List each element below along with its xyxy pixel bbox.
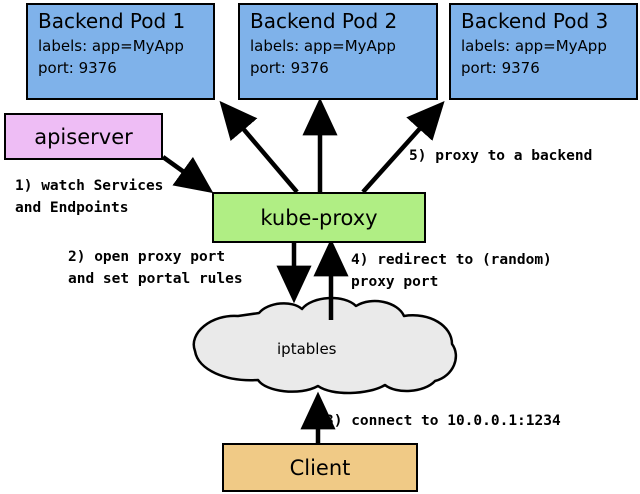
iptables-label: iptables [277,340,337,358]
kube-proxy-label: kube-proxy [260,205,378,230]
edge-apiserver-to-kubeproxy [161,155,214,194]
iptables-cloud-shape [192,296,458,395]
pod-3-labels: labels: app=MyApp [461,37,607,55]
pod-3-title: Backend Pod 3 [461,9,609,33]
node-apiserver[interactable]: apiserver [4,113,163,160]
pod-2-port: port: 9376 [250,59,329,77]
pod-1-title: Backend Pod 1 [38,9,186,33]
step-4-line-1: 4) redirect to (random) [351,252,552,268]
pod-2-labels: labels: app=MyApp [250,37,396,55]
step-1-line-1: 1) watch Services [15,178,164,194]
edge-kubeproxy-to-pod1 [219,100,299,194]
step-4-line-2: proxy port [351,274,439,290]
node-kube-proxy[interactable]: kube-proxy [212,192,426,243]
step-2-line-2: and set portal rules [68,271,243,287]
client-label: Client [289,455,351,480]
node-backend-pod-1[interactable]: Backend Pod 1 labels: app=MyApp port: 93… [26,3,215,100]
step-5-line-1: 5) proxy to a backend [409,148,593,164]
node-backend-pod-3[interactable]: Backend Pod 3 labels: app=MyApp port: 93… [449,3,638,100]
node-backend-pod-2[interactable]: Backend Pod 2 labels: app=MyApp port: 93… [238,3,438,100]
apiserver-label: apiserver [34,124,133,149]
pod-1-labels: labels: app=MyApp [38,37,184,55]
pod-2-title: Backend Pod 2 [250,9,398,33]
step-3-line-1: 3) connect to 10.0.0.1:1234 [325,413,561,429]
node-client[interactable]: Client [222,443,418,492]
pod-3-port: port: 9376 [461,59,540,77]
edge-kubeproxy-to-pod3 [361,100,445,194]
step-1-line-2: and Endpoints [15,200,129,216]
pod-1-port: port: 9376 [38,59,117,77]
step-2-line-1: 2) open proxy port [68,249,226,265]
